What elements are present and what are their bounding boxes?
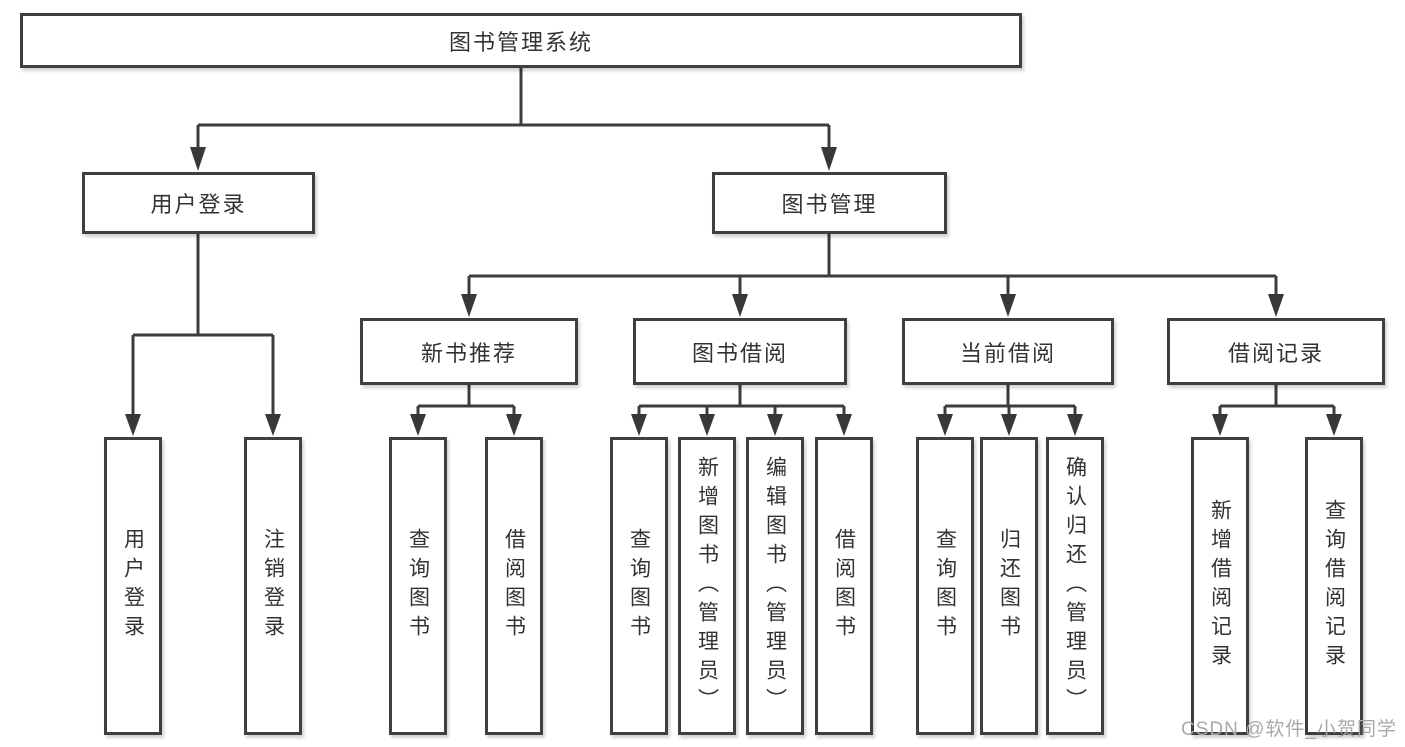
- leaf-query-books-current: 查询图书: [916, 437, 974, 735]
- leaf-borrow-books-recommend: 借阅图书: [485, 437, 543, 735]
- node-user-login: 用户登录: [82, 172, 315, 234]
- leaf-add-borrow-record: 新增借阅记录: [1191, 437, 1249, 735]
- leaf-user-login: 用户登录: [104, 437, 162, 735]
- node-library-system: 图书管理系统: [20, 13, 1022, 68]
- node-borrow-records: 借阅记录: [1167, 318, 1385, 385]
- arrow-down-icon: [410, 414, 426, 436]
- arrowheads: [125, 147, 1342, 436]
- arrow-down-icon: [1326, 414, 1342, 436]
- leaf-edit-books-admin: 编辑图书（管理员）: [746, 437, 804, 735]
- arrow-down-icon: [190, 147, 206, 171]
- node-book-management: 图书管理: [712, 172, 947, 234]
- arrow-down-icon: [1268, 294, 1284, 317]
- leaf-logout: 注销登录: [244, 437, 302, 735]
- csdn-watermark: CSDN @软件_小贺同学: [1181, 719, 1397, 740]
- arrow-down-icon: [767, 414, 783, 436]
- arrow-down-icon: [506, 414, 522, 436]
- leaf-borrow-books: 借阅图书: [815, 437, 873, 735]
- node-new-book-recommend: 新书推荐: [360, 318, 578, 385]
- arrow-down-icon: [836, 414, 852, 436]
- leaf-confirm-return-admin: 确认归还（管理员）: [1046, 437, 1104, 735]
- arrow-down-icon: [732, 294, 748, 317]
- arrow-down-icon: [699, 414, 715, 436]
- arrow-down-icon: [1001, 414, 1017, 436]
- leaf-query-borrow-record: 查询借阅记录: [1305, 437, 1363, 735]
- leaf-return-books: 归还图书: [980, 437, 1038, 735]
- node-book-borrow: 图书借阅: [633, 318, 847, 385]
- arrow-down-icon: [1000, 294, 1016, 317]
- arrow-down-icon: [265, 414, 281, 436]
- arrow-down-icon: [1212, 414, 1228, 436]
- arrow-down-icon: [125, 414, 141, 436]
- leaf-query-books-borrow: 查询图书: [610, 437, 668, 735]
- arrow-down-icon: [937, 414, 953, 436]
- connector-path: [131, 68, 1336, 415]
- arrow-down-icon: [461, 294, 477, 317]
- arrow-down-icon: [821, 147, 837, 171]
- arrow-down-icon: [1067, 414, 1083, 436]
- leaf-add-books-admin: 新增图书（管理员）: [678, 437, 736, 735]
- node-current-borrow: 当前借阅: [902, 318, 1114, 385]
- leaf-query-books-recommend: 查询图书: [389, 437, 447, 735]
- arrow-down-icon: [631, 414, 647, 436]
